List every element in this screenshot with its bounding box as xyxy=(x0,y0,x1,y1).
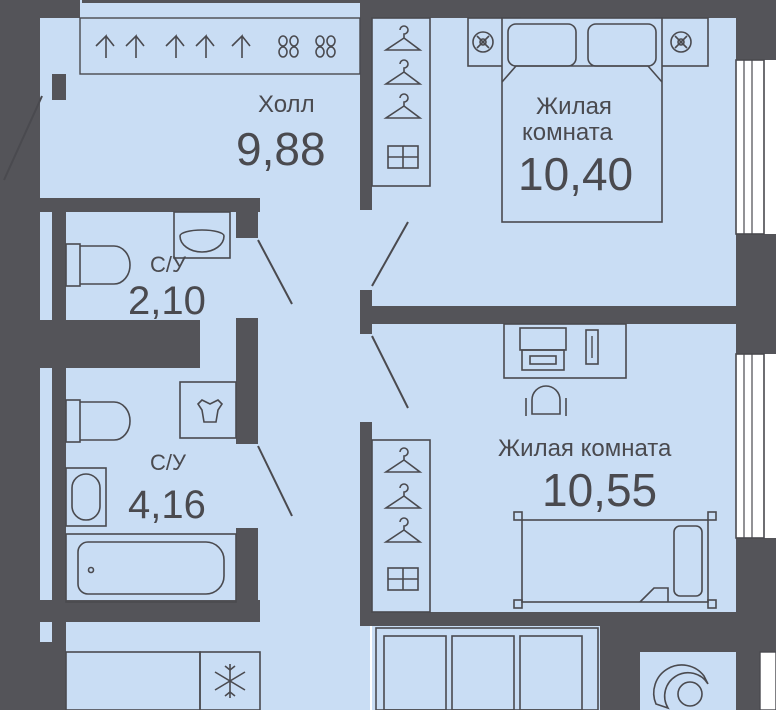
desk xyxy=(503,323,627,379)
room-name-line1: Жилая xyxy=(536,93,612,120)
coat-hanger-icon xyxy=(383,447,423,473)
wardrobe-top xyxy=(371,17,431,187)
windows xyxy=(735,59,776,710)
kitchen-strip-floor xyxy=(372,625,600,710)
hanger-icon xyxy=(165,34,185,58)
coat-hanger-icon xyxy=(383,483,423,509)
room-label-bathroom-large: С/У 4,16 xyxy=(128,450,206,527)
monitor-icon xyxy=(519,327,567,371)
room-area: 9,88 xyxy=(236,123,326,175)
room-name: Холл xyxy=(258,91,315,118)
door-bathroom-large xyxy=(257,445,293,517)
sink-icon xyxy=(173,211,231,259)
door-bathroom-small xyxy=(257,239,293,305)
hanger-icon xyxy=(125,34,145,58)
snowflake-icon xyxy=(214,664,246,698)
room-area: 2,10 xyxy=(128,279,206,323)
armchair-icon xyxy=(652,664,709,710)
washbasin-icon xyxy=(65,467,107,527)
room-label-hall: Холл 9,88 xyxy=(236,91,326,175)
sofa xyxy=(375,627,599,710)
room-label-bedroom-bottom: Жилая комната 10,55 xyxy=(498,435,672,516)
room-label-bathroom-small: С/У 2,10 xyxy=(128,252,206,323)
washing-machine-icon xyxy=(179,381,237,439)
fridge xyxy=(199,651,261,710)
toilet-icon xyxy=(65,243,131,287)
bathroom-small-fixtures xyxy=(65,211,231,287)
coat-hanger-icon xyxy=(383,93,423,119)
coat-hanger-icon xyxy=(383,25,423,51)
bedroom-bottom-floor xyxy=(370,318,736,618)
wardrobe-bottom xyxy=(371,439,431,613)
room-name: С/У xyxy=(150,252,187,277)
room-area: 10,40 xyxy=(518,148,633,200)
pillow xyxy=(673,525,703,597)
speaker-icon xyxy=(585,329,599,365)
slippers-icon xyxy=(315,35,336,58)
single-bed xyxy=(513,511,717,609)
hanger-icon xyxy=(95,34,115,58)
room-name: С/У xyxy=(150,450,187,475)
hanger-icon xyxy=(195,34,215,58)
room-area: 4,16 xyxy=(128,483,206,527)
window-balcony xyxy=(759,651,776,710)
hanger-icon xyxy=(231,34,251,58)
bathtub-icon xyxy=(65,533,237,603)
office-chair-icon xyxy=(525,385,567,416)
box-icon xyxy=(387,567,419,591)
door-bedroom-top xyxy=(371,221,409,287)
kitchen-counter xyxy=(65,651,261,710)
slippers-icon xyxy=(278,35,299,58)
lamp-icon xyxy=(670,31,692,53)
box-icon xyxy=(387,145,419,169)
door-swings xyxy=(3,95,409,517)
door-bedroom-bottom xyxy=(371,335,409,409)
entry-door xyxy=(3,95,43,181)
toilet-icon xyxy=(65,399,131,443)
coat-hanger-icon xyxy=(383,59,423,85)
room-name: Жилая комната xyxy=(498,435,672,462)
coat-hanger-icon xyxy=(383,517,423,543)
room-label-bedroom-top: Жилая комната 10,40 xyxy=(518,93,633,200)
room-area: 10,55 xyxy=(542,464,657,516)
double-bed xyxy=(467,17,709,223)
entry-jamb xyxy=(52,74,66,100)
window-bottom xyxy=(735,353,765,539)
window-top xyxy=(735,59,765,235)
bathroom-large-fixtures xyxy=(65,381,237,603)
room-name-line2: комната xyxy=(522,119,613,146)
hall-hangers xyxy=(95,34,336,58)
lamp-icon xyxy=(472,31,494,53)
